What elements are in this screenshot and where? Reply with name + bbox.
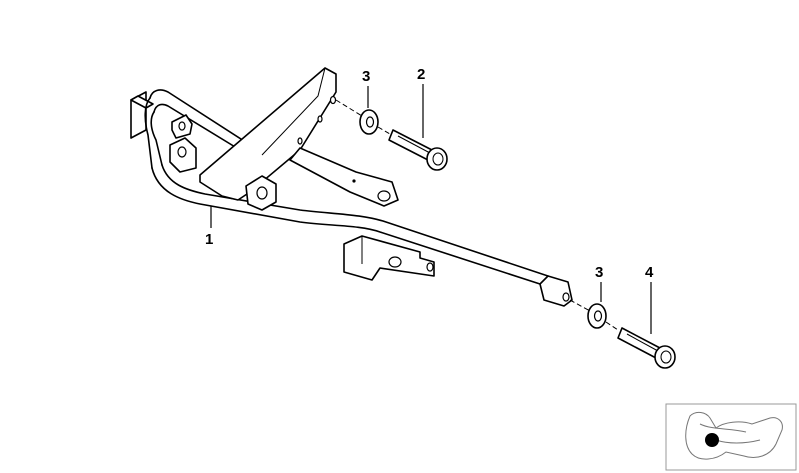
callout-washer-lower: 3 <box>595 264 603 281</box>
axis-line-lower-2 <box>605 321 619 331</box>
washer-lower-part[interactable] <box>587 303 607 329</box>
frame-part[interactable] <box>130 67 573 307</box>
screw-upper-part[interactable] <box>388 129 448 171</box>
callout-frame: 1 <box>205 231 213 248</box>
axis-line-upper-2 <box>377 126 391 135</box>
axis-line-upper <box>335 99 363 117</box>
callout-screw-upper: 2 <box>417 66 425 83</box>
screw-lower-part[interactable] <box>617 327 676 369</box>
motorcycle-location-thumbnail-icon <box>665 403 797 471</box>
washer-upper-part[interactable] <box>359 109 379 135</box>
callout-screw-lower: 4 <box>645 264 654 281</box>
callout-washer-upper: 3 <box>362 68 370 85</box>
axis-line-lower <box>569 299 591 312</box>
